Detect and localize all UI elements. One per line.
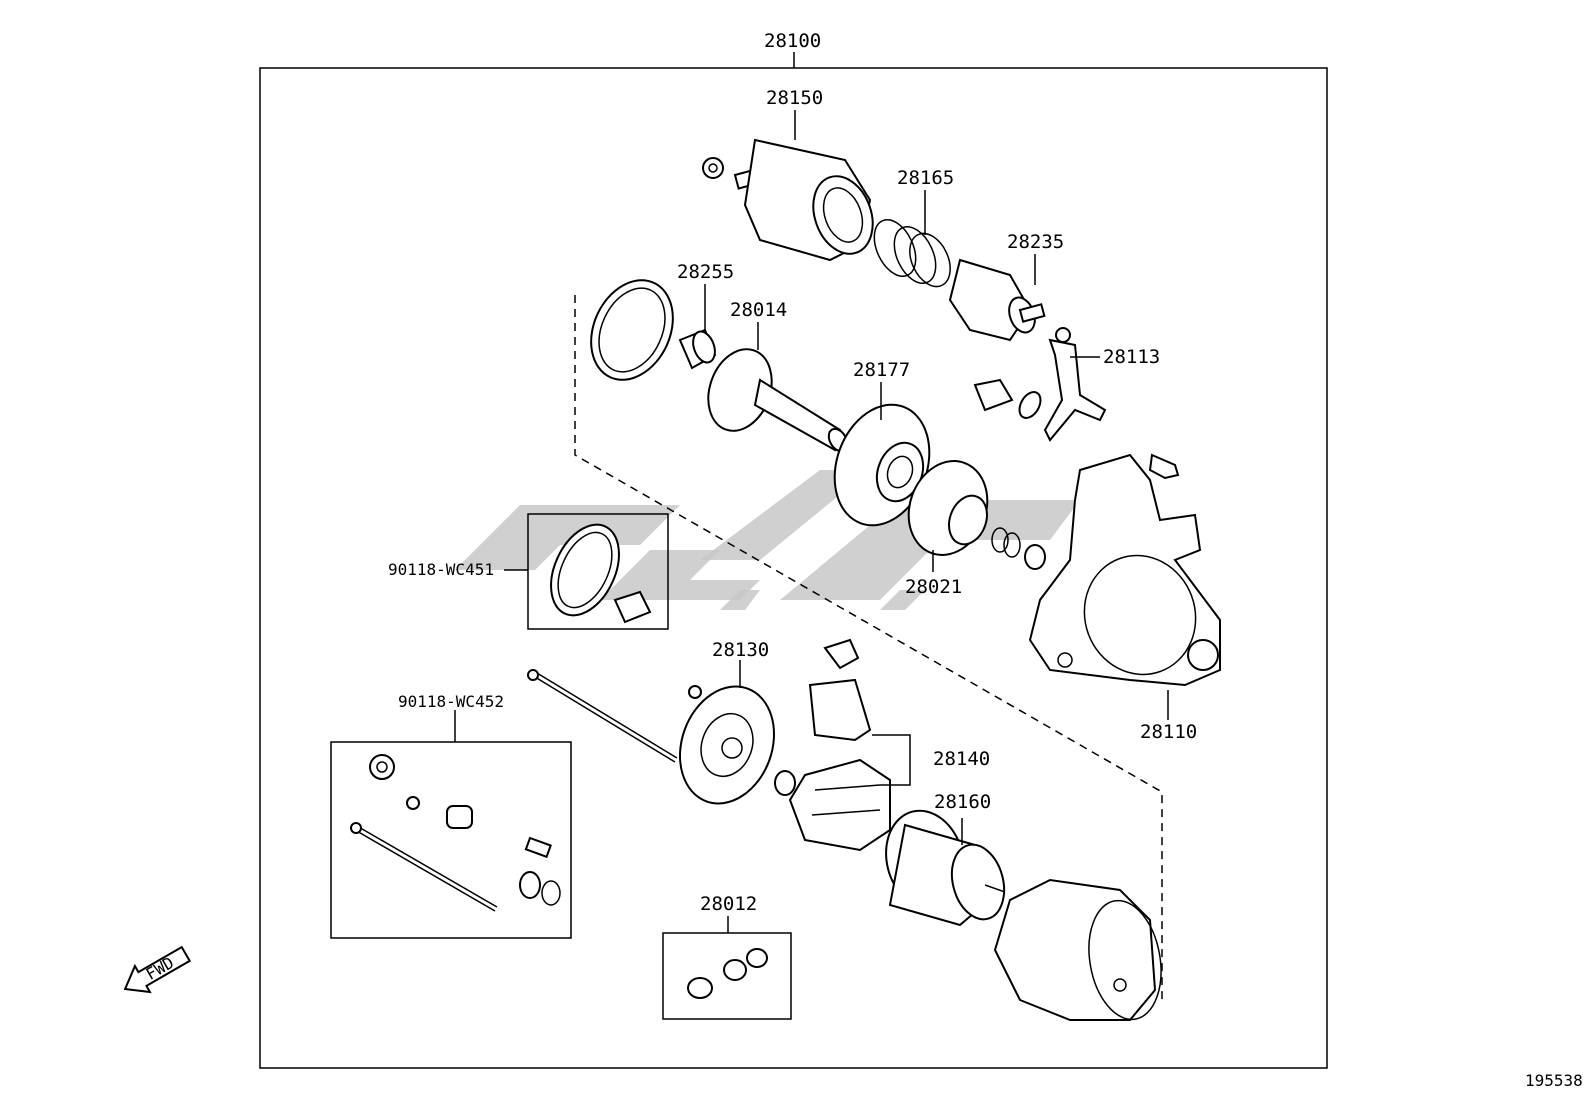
label-90118-wc452: 90118-WC452	[398, 692, 504, 711]
label-28130: 28130	[712, 639, 769, 661]
label-28160: 28160	[934, 791, 991, 813]
kit-wc451-parts	[550, 523, 652, 624]
retainer-ring	[590, 279, 674, 381]
forward-arrow-icon: FWD	[123, 945, 192, 994]
leader-28140	[872, 734, 911, 786]
assembly-label: 28100	[764, 30, 821, 52]
kit-box-wc451	[527, 513, 669, 630]
brush-holder	[788, 638, 891, 852]
image-number: 195538	[1525, 1071, 1583, 1090]
label-28177: 28177	[853, 359, 910, 381]
kit-box-28012	[662, 932, 792, 1020]
label-28021: 28021	[905, 576, 962, 598]
kit-wc452-parts	[350, 754, 561, 912]
planetary-shaft	[707, 348, 849, 453]
plunger	[948, 258, 1046, 342]
label-28140: 28140	[933, 748, 990, 770]
kit-box-wc452	[330, 741, 572, 939]
starter-housing	[1028, 453, 1221, 687]
commutator-end-frame	[527, 669, 796, 805]
label-28150: 28150	[766, 87, 823, 109]
label-28165: 28165	[897, 167, 954, 189]
pinion-clutch	[907, 460, 1046, 570]
label-28012: 28012	[700, 893, 757, 915]
magnetic-switch	[702, 138, 874, 262]
label-28235: 28235	[1007, 231, 1064, 253]
exploded-guide-lines	[574, 295, 1163, 1005]
yoke-housing	[993, 878, 1162, 1021]
label-90118-wc451: 90118-WC451	[388, 560, 494, 579]
drive-cover	[833, 403, 931, 527]
drive-lever	[973, 327, 1107, 442]
label-28113: 28113	[1103, 346, 1160, 368]
armature	[885, 809, 1006, 927]
label-28014: 28014	[730, 299, 787, 321]
label-28110: 28110	[1140, 721, 1197, 743]
label-28255: 28255	[677, 261, 734, 283]
bushing-set	[687, 948, 768, 999]
bearing	[678, 328, 717, 370]
spring	[873, 219, 951, 288]
